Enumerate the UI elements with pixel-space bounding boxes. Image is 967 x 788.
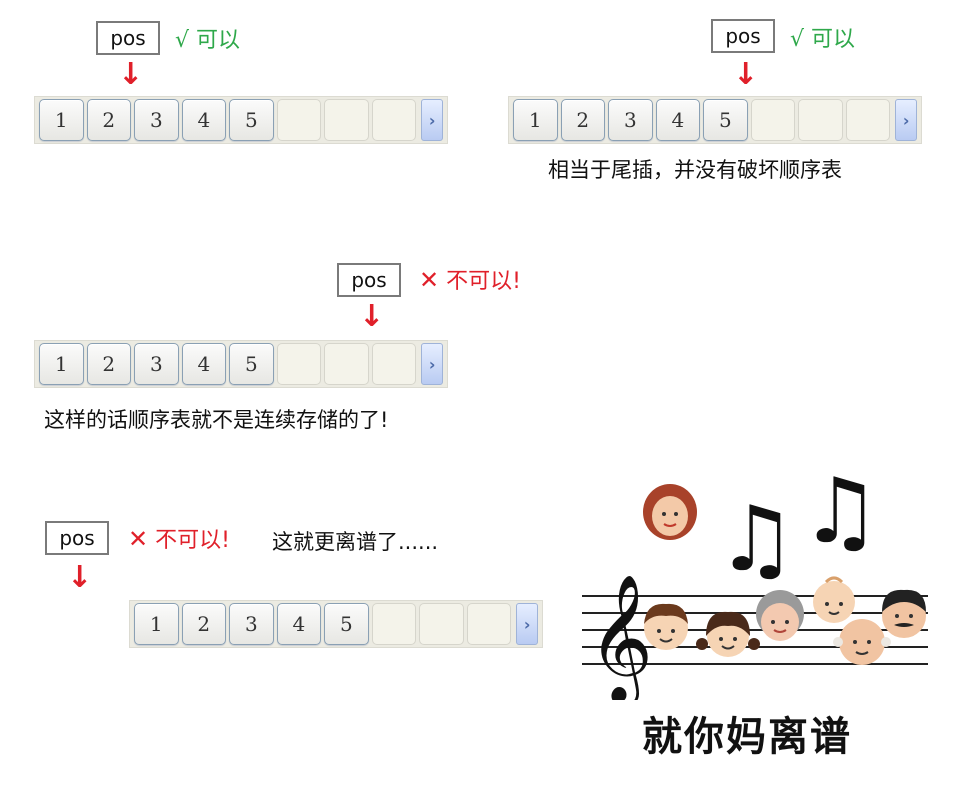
list-cell: 4 xyxy=(181,343,227,385)
cross-icon: ✕ xyxy=(128,525,149,553)
note-not-contiguous: 这样的话顺序表就不是连续存储的了! xyxy=(44,408,389,432)
list-cell: 2 xyxy=(86,343,132,385)
pos-arrow: ↓ xyxy=(67,560,93,595)
music-note-icon: ♫ xyxy=(800,470,881,564)
pos-arrow: ↓ xyxy=(733,57,759,92)
list-cell: 5 xyxy=(703,99,748,141)
empty-cell xyxy=(371,343,417,385)
empty-cell xyxy=(276,343,322,385)
grandpa-face-icon xyxy=(833,619,891,665)
list-cell: 2 xyxy=(181,603,227,645)
scroll-right-button[interactable]: › xyxy=(895,99,918,141)
woman-face-icon xyxy=(643,484,697,540)
girl-face-icon xyxy=(696,611,760,657)
list-cell: 4 xyxy=(181,99,227,141)
list-cell: 1 xyxy=(39,343,84,385)
pos-label: pos xyxy=(96,21,160,55)
list-cell: 3 xyxy=(229,603,274,645)
list-cell: 5 xyxy=(229,99,274,141)
empty-cell xyxy=(324,343,369,385)
grandma-face-icon xyxy=(756,590,804,641)
music-note-icon: ♫ xyxy=(716,487,797,592)
sequence-list-strip: 1 2 3 4 5 › xyxy=(508,96,922,144)
verdict-text: 不可以! xyxy=(446,269,521,294)
note-more-absurd: 这就更离谱了...... xyxy=(272,530,439,554)
boy-face-icon xyxy=(644,603,688,650)
cross-icon: ✕ xyxy=(419,266,440,294)
sequence-list-strip: 1 2 3 4 5 › xyxy=(129,600,543,648)
baby-face-icon xyxy=(813,576,855,623)
empty-cell xyxy=(419,603,464,645)
pos-label: pos xyxy=(711,19,775,53)
music-staff-meme: 𝄞 ♫ ♫ xyxy=(582,470,928,700)
scroll-right-button[interactable]: › xyxy=(516,603,539,645)
list-cell: 5 xyxy=(229,343,274,385)
list-cell: 2 xyxy=(560,99,606,141)
verdict-ok: √ 可以 xyxy=(175,28,241,53)
empty-cell xyxy=(466,603,512,645)
list-cell: 1 xyxy=(134,603,179,645)
verdict-text: 不可以! xyxy=(155,528,230,553)
meme-caption: 就你妈离谱 xyxy=(642,714,852,760)
man-mustache-face-icon xyxy=(882,589,926,638)
scroll-right-button[interactable]: › xyxy=(421,343,444,385)
list-cell: 4 xyxy=(655,99,701,141)
sequence-list-strip: 1 2 3 4 5 › xyxy=(34,340,448,388)
empty-cell xyxy=(324,99,369,141)
list-cell: 3 xyxy=(134,343,179,385)
verdict-no: ✕ 不可以! xyxy=(128,525,230,555)
empty-cell xyxy=(276,99,322,141)
empty-cell xyxy=(371,603,417,645)
treble-clef-icon: 𝄞 xyxy=(588,573,653,700)
pos-label: pos xyxy=(337,263,401,297)
sequence-list-strip: 1 2 3 4 5 › xyxy=(34,96,448,144)
empty-cell xyxy=(845,99,891,141)
pos-arrow: ↓ xyxy=(359,299,385,334)
list-cell: 3 xyxy=(608,99,653,141)
pos-label: pos xyxy=(45,521,109,555)
empty-cell xyxy=(750,99,796,141)
scroll-right-button[interactable]: › xyxy=(421,99,444,141)
list-cell: 4 xyxy=(276,603,322,645)
list-cell: 1 xyxy=(39,99,84,141)
empty-cell xyxy=(371,99,417,141)
pos-arrow: ↓ xyxy=(118,57,144,92)
list-cell: 5 xyxy=(324,603,369,645)
empty-cell xyxy=(798,99,843,141)
list-cell: 2 xyxy=(86,99,132,141)
verdict-ok: √ 可以 xyxy=(790,27,856,52)
list-cell: 1 xyxy=(513,99,558,141)
note-tail-insert: 相当于尾插，并没有破坏顺序表 xyxy=(548,158,842,182)
list-cell: 3 xyxy=(134,99,179,141)
verdict-no: ✕ 不可以! xyxy=(419,266,521,296)
